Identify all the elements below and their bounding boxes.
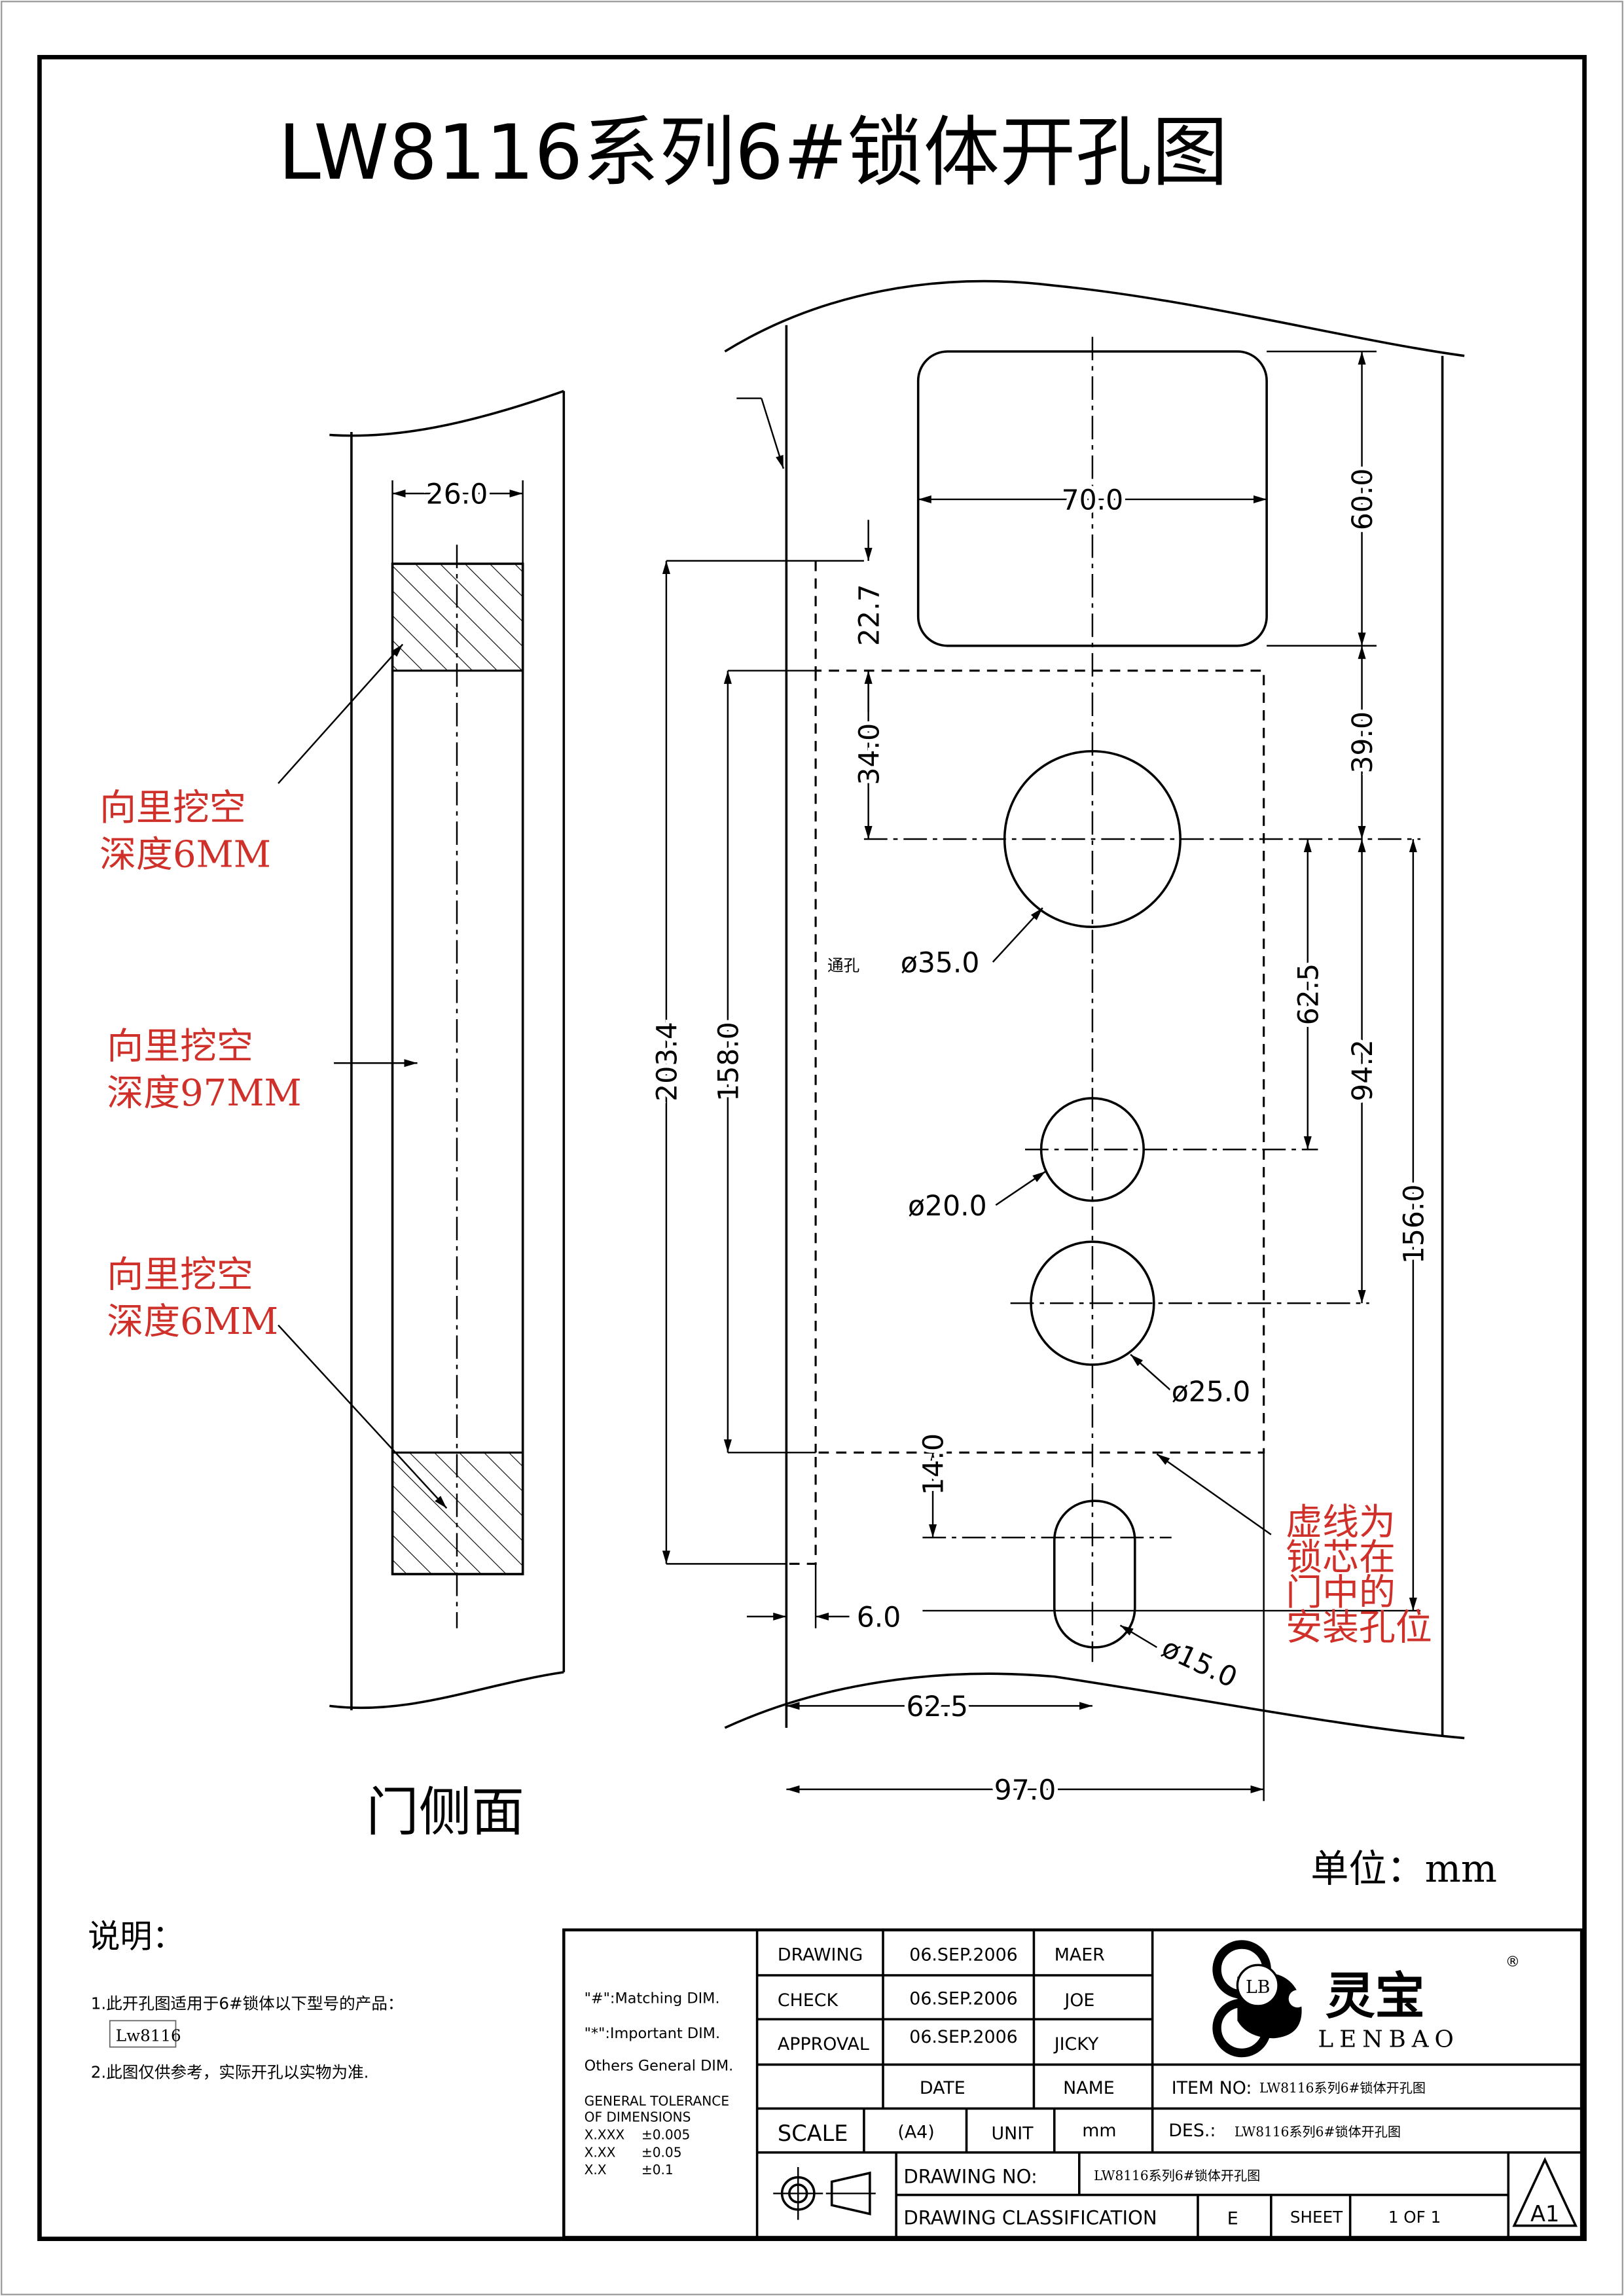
legend-general: Others General DIM.: [585, 2057, 734, 2074]
unit-field-value: mm: [1082, 2121, 1116, 2141]
break-line-bottom: [724, 1672, 1465, 1740]
title-block-tolerances-2-value: ±0.1: [641, 2162, 674, 2178]
hole-20-label: ø20.0: [908, 1191, 987, 1223]
title-block-rows-0-name: MAER: [1055, 1945, 1105, 1965]
dim-c1-slot: 156.0: [1399, 1184, 1431, 1264]
break-line-top: [329, 389, 564, 437]
scale-value: (A4): [897, 2122, 934, 2142]
drawing-border: [37, 54, 1587, 2242]
title-block-rows-1-name: JOE: [1063, 1990, 1094, 2011]
break-line-top: [724, 279, 1465, 357]
dashed-note-4: 安装孔位: [1286, 1607, 1432, 1649]
note-3-line2: 深度6MM: [107, 1300, 278, 1343]
lenbao-logo: LB 灵宝 ® LENBAO: [1212, 1940, 1520, 2058]
dim-top-offset: 22.7: [854, 584, 886, 646]
title-block-tolerances-1-value: ±0.05: [641, 2144, 682, 2160]
dashed-note-1: 虚线为: [1286, 1501, 1396, 1544]
dim-overall-height: 203.4: [652, 1022, 684, 1102]
classification-value: E: [1227, 2208, 1238, 2229]
dim-edge-offset: 6.0: [857, 1602, 901, 1634]
tolerance-heading-1: GENERAL TOLERANCE: [585, 2093, 729, 2109]
row-check: CHECK: [778, 1990, 839, 2011]
dim-rect-to-center: 39.0: [1347, 711, 1379, 774]
dim-dash-to-center: 34.0: [854, 723, 886, 785]
brand-cn: 灵宝: [1326, 1967, 1425, 2025]
title-block: "#":Matching DIM. "*":Important DIM. Oth…: [562, 1928, 1583, 2239]
break-line-bottom: [329, 1671, 564, 1710]
dim-c1-c3: 94.2: [1347, 1039, 1379, 1102]
dim-width: 26.0: [426, 479, 488, 511]
sheet-label: SHEET: [1290, 2208, 1343, 2227]
date-header: DATE: [920, 2078, 965, 2098]
classification-label: DRAWING CLASSIFICATION: [903, 2206, 1157, 2229]
row-approval: APPROVAL: [778, 2034, 869, 2054]
dim-rect-width: 70.0: [1062, 485, 1124, 517]
projection-symbol: [773, 2167, 876, 2220]
logo-mark: LB: [1246, 1977, 1271, 1998]
side-view: 26.0 向里挖空 深度6MM 向里挖空 深度97MM 向里挖空 深度6MM 门…: [99, 389, 566, 1843]
note-1-line1: 向里挖空: [99, 787, 246, 829]
item-no: LW8116系列6#锁体开孔图: [1259, 2080, 1426, 2096]
des-value: LW8116系列6#锁体开孔图: [1235, 2124, 1401, 2140]
tolerance-heading-2: OF DIMENSIONS: [585, 2109, 691, 2125]
title-block-rows-1-date: 06.SEP.2006: [909, 1989, 1017, 2009]
unit-label: 单位：mm: [1310, 1846, 1497, 1891]
dim-c1-c2: 62.5: [1293, 963, 1325, 1026]
front-view: 70.0 60.0 39.0 22.7 34.0 62.5 94.2 156.0…: [648, 279, 1465, 1810]
title-block-tolerances-0-format: X.XXX: [585, 2127, 625, 2143]
name-header: NAME: [1063, 2078, 1115, 2098]
notes-heading: 说明：: [88, 1917, 185, 1955]
lock-case-dashed: [786, 560, 1265, 1565]
title-block-tolerances-1-format: X.XX: [585, 2144, 616, 2160]
registered-mark: ®: [1506, 1954, 1520, 1971]
hole-15-label: ø15.0: [1157, 1632, 1242, 1695]
title-block-rows-0-date: 06.SEP.2006: [909, 1945, 1017, 1965]
dim-rect-height: 60.0: [1347, 469, 1379, 531]
sheet-value: 1 OF 1: [1388, 2208, 1441, 2227]
model-box: Lw8116: [116, 2026, 181, 2045]
des-label: DES.:: [1168, 2121, 1216, 2141]
dashed-note-3: 门中的: [1286, 1571, 1396, 1614]
title-block-tolerances-2-format: X.X: [585, 2162, 607, 2178]
note-2-line2: 深度97MM: [107, 1072, 301, 1115]
leader-1: [278, 643, 404, 784]
hole-35-label: ø35.0: [901, 948, 980, 980]
title-block-rows-2-name: JICKY: [1053, 2034, 1099, 2054]
notes: 说明： 1.此开孔图适用于6#锁体以下型号的产品： Lw8116 2.此图仅供参…: [88, 1917, 403, 2081]
size-mark: A1: [1530, 2201, 1559, 2227]
dim-center-from-edge: 62.5: [906, 1691, 968, 1723]
legend-important: "*":Important DIM.: [585, 2025, 720, 2042]
note-3-line1: 向里挖空: [107, 1254, 253, 1297]
note-item-1: 1.此开孔图适用于6#锁体以下型号的产品：: [91, 1994, 404, 2013]
drawing-no-label: DRAWING NO:: [903, 2166, 1038, 2188]
dim-dash-height: 158.0: [713, 1022, 746, 1102]
note-2-line1: 向里挖空: [107, 1026, 253, 1068]
slot-15: [1053, 1499, 1136, 1649]
dim-slot-offset: 14.0: [918, 1433, 950, 1496]
dashed-note-2: 锁芯在: [1286, 1536, 1396, 1579]
size-triangle: [1512, 2157, 1578, 2227]
unit-field-label: UNIT: [992, 2124, 1034, 2144]
dim-overall-width: 97.0: [994, 1775, 1056, 1807]
row-drawing: DRAWING: [778, 1945, 863, 1965]
drawing-no: LW8116系列6#锁体开孔图: [1094, 2168, 1260, 2183]
through-hole-label: 通孔: [827, 956, 859, 975]
title-block-tolerances-0-value: ±0.005: [641, 2127, 690, 2143]
legend-matching: "#":Matching DIM.: [585, 1990, 720, 2007]
side-view-caption: 门侧面: [366, 1782, 524, 1843]
note-1-line2: 深度6MM: [99, 833, 271, 876]
scale-label: SCALE: [778, 2121, 848, 2146]
brand-en: LENBAO: [1318, 2026, 1459, 2053]
hole-25-label: ø25.0: [1172, 1376, 1251, 1408]
note-item-2: 2.此图仅供参考，实际开孔以实物为准.: [91, 2063, 369, 2082]
leader-3: [278, 1324, 448, 1509]
title-block-rows-2-date: 06.SEP.2006: [909, 2027, 1017, 2047]
item-no-label: ITEM NO:: [1172, 2078, 1252, 2098]
drawing-title: LW8116系列6#锁体开孔图: [278, 109, 1228, 197]
